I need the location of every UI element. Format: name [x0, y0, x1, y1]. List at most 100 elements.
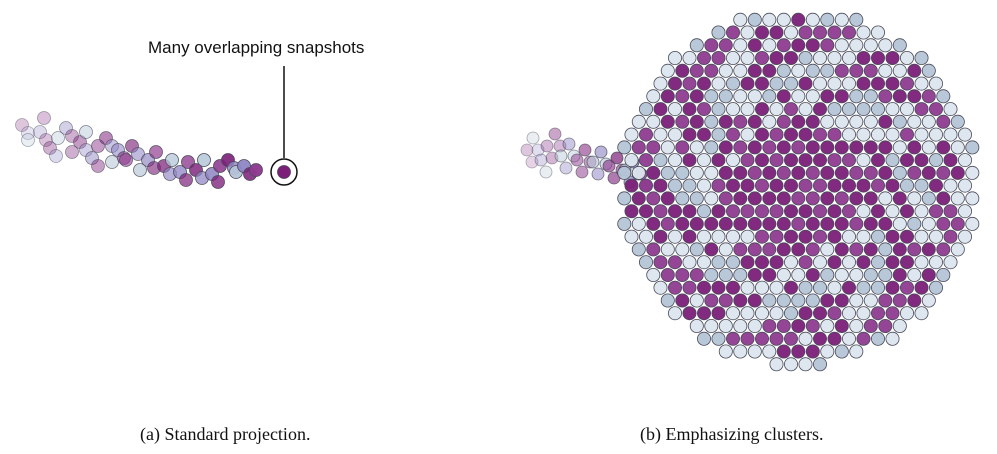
cluster-dot	[617, 140, 632, 155]
cluster-dot	[921, 242, 936, 257]
snapshot-dot	[526, 131, 540, 145]
cluster-dot	[965, 140, 980, 155]
cluster-dot	[791, 38, 806, 53]
cluster-dot	[740, 51, 755, 66]
cluster-dot	[704, 318, 719, 333]
cluster-dot	[783, 306, 798, 321]
cluster-dot	[725, 229, 740, 244]
cluster-dot	[667, 178, 682, 193]
cluster-dot	[870, 255, 885, 270]
cluster-dot	[776, 242, 791, 257]
cluster-dot	[733, 344, 748, 359]
cluster-dot	[747, 140, 762, 155]
cluster-dot	[754, 76, 769, 91]
cluster-dot	[762, 318, 777, 333]
cluster-dot	[841, 102, 856, 117]
cluster-dot	[725, 204, 740, 219]
cluster-dot	[856, 204, 871, 219]
cluster-dot	[791, 293, 806, 308]
cluster-dot	[747, 89, 762, 104]
cluster-dot	[892, 140, 907, 155]
cluster-dot	[696, 178, 711, 193]
cluster-dot	[827, 306, 842, 321]
cluster-dot	[747, 38, 762, 53]
cluster-dot	[624, 178, 639, 193]
cluster-dot	[921, 191, 936, 206]
cluster-dot	[870, 280, 885, 295]
cluster-dot	[870, 51, 885, 66]
cluster-dot	[870, 25, 885, 40]
cluster-dot	[827, 178, 842, 193]
cluster-dot	[863, 242, 878, 257]
caption-b: (b) Emphasizing clusters.	[640, 424, 824, 444]
cluster-dot	[646, 89, 661, 104]
cluster-dot	[718, 89, 733, 104]
cluster-dot	[899, 153, 914, 168]
cluster-dot	[878, 318, 893, 333]
cluster-dot	[762, 63, 777, 78]
cluster-dot	[682, 255, 697, 270]
cluster-dot	[885, 280, 900, 295]
snapshot-dot	[119, 153, 133, 167]
snapshot-dot	[591, 167, 605, 181]
cluster-dot	[791, 165, 806, 180]
cluster-dot	[704, 89, 719, 104]
cluster-dot	[914, 204, 929, 219]
snapshot-dot	[520, 143, 534, 157]
panel-emphasizing-clusters: (b) Emphasizing clusters.	[497, 0, 997, 454]
cluster-dot	[798, 306, 813, 321]
cluster-dot	[950, 114, 965, 129]
cluster-dot	[769, 331, 784, 346]
cluster-dot	[870, 127, 885, 142]
cluster-dot	[725, 76, 740, 91]
cluster-dot	[667, 204, 682, 219]
cluster-dot	[718, 293, 733, 308]
cluster-dot	[885, 255, 900, 270]
cluster-dot	[646, 216, 661, 231]
cluster-dot	[740, 204, 755, 219]
snapshot-dot	[79, 125, 93, 139]
cluster-dot	[928, 127, 943, 142]
cluster-dot	[791, 63, 806, 78]
cluster-dot	[740, 178, 755, 193]
cluster-dot	[856, 51, 871, 66]
cluster-dot	[921, 267, 936, 282]
snapshot-dot	[562, 137, 576, 151]
cluster-dot	[660, 89, 675, 104]
cluster-dot	[805, 165, 820, 180]
cluster-dot	[638, 127, 653, 142]
cluster-dot	[885, 51, 900, 66]
cluster-dot	[696, 255, 711, 270]
cluster-dot	[805, 38, 820, 53]
cluster-dot	[733, 114, 748, 129]
cluster-dot	[617, 165, 632, 180]
cluster-dot	[863, 63, 878, 78]
cluster-dot	[834, 165, 849, 180]
cluster-dot	[653, 229, 668, 244]
cluster-dot	[733, 89, 748, 104]
cluster-dot	[689, 165, 704, 180]
cluster-dot	[936, 267, 951, 282]
cluster-dot	[921, 63, 936, 78]
cluster-dot	[914, 102, 929, 117]
cluster-dot	[733, 38, 748, 53]
cluster-dot	[762, 38, 777, 53]
cluster-dot	[783, 204, 798, 219]
cluster-dot	[798, 127, 813, 142]
cluster-dot	[798, 255, 813, 270]
cluster-dot	[711, 76, 726, 91]
cluster-dot	[660, 267, 675, 282]
cluster-dot	[878, 216, 893, 231]
cluster-dot	[834, 216, 849, 231]
cluster-dot	[798, 76, 813, 91]
cluster-dot	[943, 229, 958, 244]
cluster-dot	[696, 331, 711, 346]
cluster-dot	[849, 293, 864, 308]
snapshot-dot	[594, 145, 608, 159]
cluster-dot	[624, 229, 639, 244]
cluster-dot	[725, 127, 740, 142]
cluster-dot	[841, 204, 856, 219]
cluster-dot	[899, 280, 914, 295]
cluster-dot	[783, 127, 798, 142]
cluster-dot	[718, 267, 733, 282]
